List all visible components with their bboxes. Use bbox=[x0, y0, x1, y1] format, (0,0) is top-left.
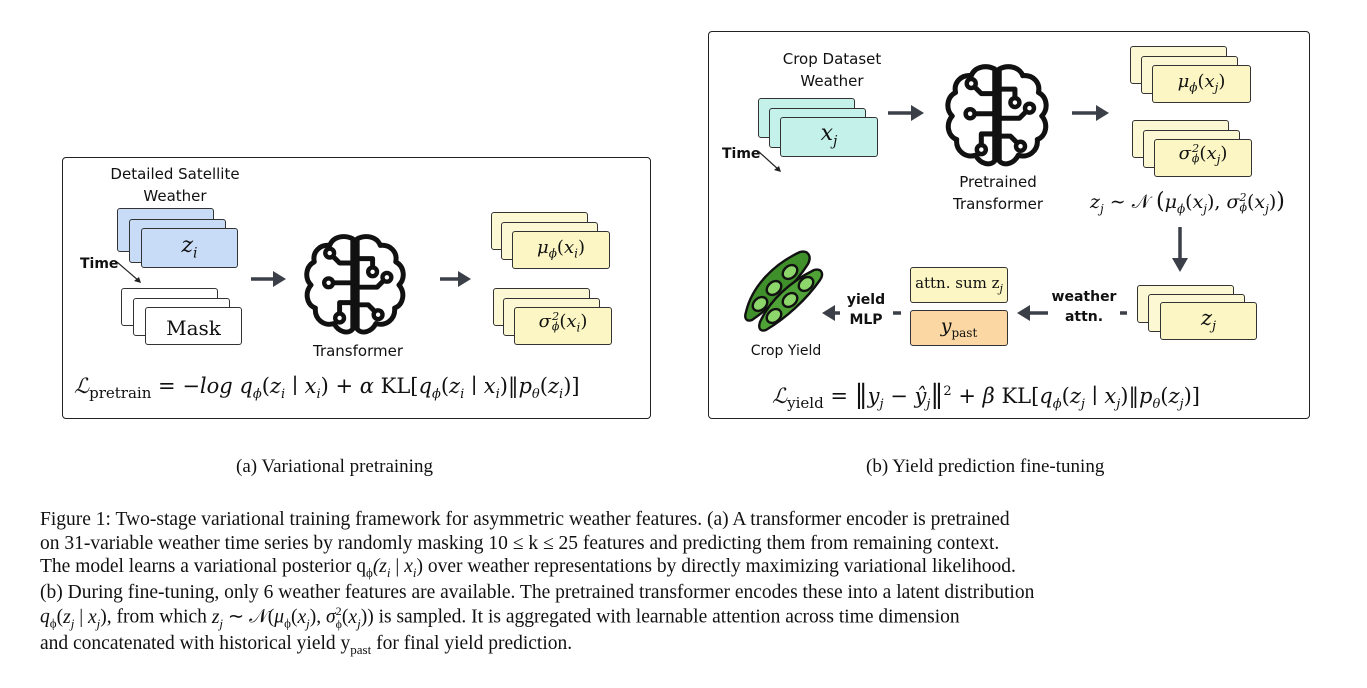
subcaption-a: (a) Variational pretraining bbox=[236, 456, 433, 477]
brain-circuit-icon bbox=[304, 234, 406, 335]
crop-yield-label: Crop Yield bbox=[750, 343, 822, 359]
caption-line-4: (b) During fine-tuning, only 6 weather f… bbox=[40, 581, 1035, 603]
input-var-zi: zi bbox=[181, 233, 198, 262]
time-label-a: Time bbox=[80, 256, 119, 272]
crop-weather-card-front bbox=[780, 117, 878, 157]
attn-sum-label: attn. sum zj bbox=[915, 274, 1003, 295]
panel-a-input-title: Detailed Satellite Weather bbox=[110, 165, 240, 205]
soybean-pod-icon bbox=[744, 250, 824, 332]
loss-yield: ℒyield = ‖yj − ŷj‖2 + β KL[qϕ(zj ∣ xj)‖p… bbox=[772, 380, 1200, 413]
model-label-a: Transformer bbox=[312, 342, 403, 360]
time-label-b: Time bbox=[722, 146, 761, 162]
yield-mlp-label: yield MLP bbox=[846, 292, 886, 328]
loss-pretrain: ℒpretrain = −log qϕ(zi ∣ xi) + α KL[qϕ(z… bbox=[74, 374, 580, 403]
brain-circuit-icon bbox=[945, 64, 1049, 167]
latent-card-front bbox=[1160, 302, 1257, 340]
y-past-box bbox=[910, 310, 1008, 346]
attn-sum-box bbox=[910, 267, 1008, 303]
panel-b-input-title: Crop Dataset Weather bbox=[782, 50, 882, 90]
caption-line-3: The model learns a variational posterior… bbox=[40, 556, 1016, 581]
mu-output-b: μϕ(xj) bbox=[1177, 71, 1226, 95]
caption-line-2: on 31-variable weather time series by ra… bbox=[40, 532, 1000, 554]
sigma-card-b-front bbox=[1154, 139, 1252, 177]
subcaption-b: (b) Yield prediction fine-tuning bbox=[866, 456, 1105, 477]
mask-card-front bbox=[145, 307, 242, 345]
weather-card-front bbox=[141, 228, 238, 268]
mu-card-front bbox=[512, 231, 610, 269]
mu-output-a: μϕ(xi) bbox=[537, 237, 585, 261]
mu-card-b-front bbox=[1152, 65, 1251, 103]
input-var-xj: xj bbox=[820, 121, 838, 150]
caption-line-1: Figure 1: Two-stage variational training… bbox=[40, 509, 1010, 530]
caption-line-5: qϕ(zj | xj), from which zj ∼ 𝒩(μϕ(xj), σ… bbox=[40, 604, 960, 631]
latent-var-zj: zj bbox=[1200, 306, 1217, 335]
weather-attn-label: weather attn. bbox=[1051, 289, 1117, 325]
mask-label: Mask bbox=[166, 316, 221, 340]
caption-line-6: and concatenated with historical yield y… bbox=[40, 632, 573, 657]
sigma-card-front bbox=[514, 307, 612, 345]
model-label-b: Pretrained Transformer bbox=[952, 173, 1043, 213]
figure-caption: Figure 1: Two-stage variational training… bbox=[40, 508, 1330, 657]
y-past-label: ypast bbox=[940, 315, 978, 340]
